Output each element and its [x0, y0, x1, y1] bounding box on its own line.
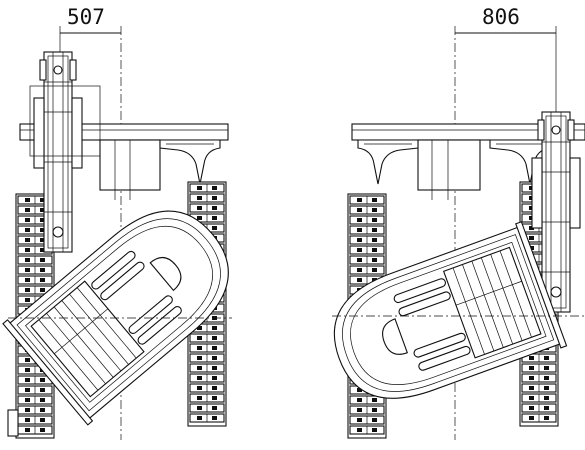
left-excavator-view: 507: [2, 5, 256, 440]
right-excavator-view: 806: [315, 5, 585, 440]
frame-bracket-left: [159, 139, 221, 185]
dimension-label-left: 507: [67, 5, 105, 29]
dimension-label-right: 806: [482, 5, 520, 29]
frame-bracket-right: [357, 139, 419, 185]
